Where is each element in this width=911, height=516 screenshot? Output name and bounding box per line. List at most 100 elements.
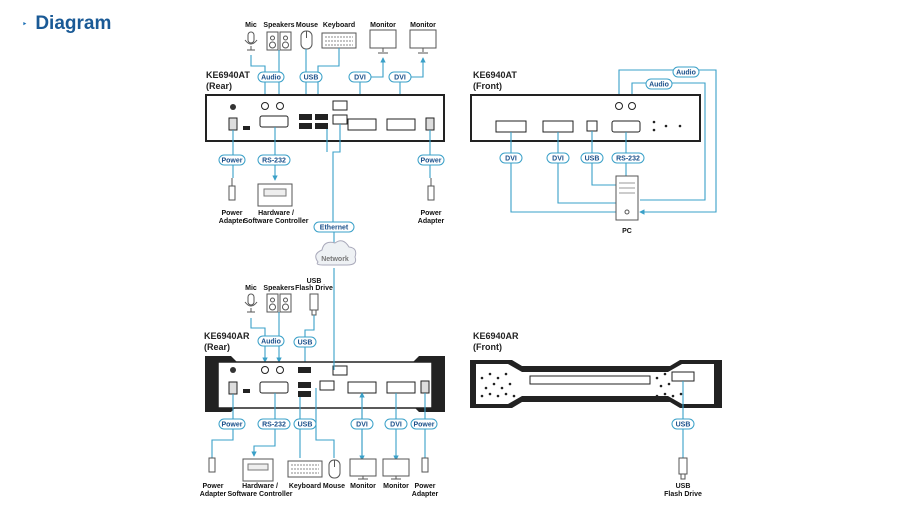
dvi-tag: DVI: [354, 75, 366, 82]
power-port-icon: [425, 117, 435, 131]
rs232-port-icon: [259, 115, 289, 128]
monitor-label: Monitor: [410, 22, 436, 29]
mouse-icon: [300, 30, 313, 50]
power-adapter-icon: [208, 457, 216, 473]
audio-port-icon: [615, 102, 623, 110]
flash-drive-label: USB: [676, 483, 691, 490]
audio-port-icon: [276, 102, 284, 110]
power-adapter-label: Power: [414, 483, 435, 490]
usb-port-icon: [586, 120, 598, 132]
controller-label: Software Controller: [244, 218, 309, 225]
audio-tag: Audio: [261, 339, 281, 346]
monitor-label: Monitor: [370, 22, 396, 29]
usb-port-icon: [298, 382, 311, 388]
usb-port-icon: [299, 114, 312, 120]
tx-front-subtitle: (Front): [473, 81, 502, 91]
power-adapter-label: Power: [202, 483, 223, 490]
rx-rear-subtitle: (Rear): [204, 342, 230, 352]
tx-rear-title: KE6940AT: [206, 70, 250, 80]
ethernet-port-icon: [332, 100, 348, 111]
mouse-label: Mouse: [323, 483, 345, 490]
speakers-icon: [266, 31, 292, 51]
power-tag: Power: [221, 158, 242, 165]
usb-port-icon: [315, 123, 328, 129]
controller-label: Software Controller: [228, 491, 293, 498]
flash-drive-label: USB: [307, 278, 322, 285]
controller-icon: [242, 458, 274, 482]
dvi-port-icon: [347, 381, 377, 394]
rx-front-subtitle: (Front): [473, 342, 502, 352]
rs232-port-icon: [259, 381, 289, 394]
usb-tag: USB: [304, 75, 319, 82]
mouse-label: Mouse: [296, 22, 318, 29]
rx-rear-section: Mic Speakers USB Flash Drive Audio USB K…: [200, 278, 445, 498]
audio-port-icon: [261, 102, 269, 110]
switch-icon: [243, 389, 250, 393]
mic-label: Mic: [245, 22, 257, 29]
dvi-tag: DVI: [356, 422, 368, 429]
network-label: Network: [321, 256, 349, 263]
ground-screw-icon: [230, 104, 236, 110]
power-tag: Power: [413, 422, 434, 429]
monitor-label: Monitor: [383, 483, 409, 490]
rs232-tag: RS-232: [262, 422, 286, 429]
mic-label: Mic: [245, 285, 257, 292]
power-adapter-label: Adapter: [219, 218, 246, 225]
rx-front-title: KE6940AR: [473, 331, 519, 341]
tx-front-chassis: [470, 94, 701, 142]
usb-port-icon: [298, 391, 311, 397]
usb-tag: USB: [676, 422, 691, 429]
usb-tag: USB: [298, 422, 313, 429]
flash-drive-label: Flash Drive: [664, 491, 702, 498]
usb-tag: USB: [298, 340, 313, 347]
mic-icon: [244, 31, 258, 51]
dvi-tag: DVI: [552, 156, 564, 163]
usb-flash-drive-icon: [309, 293, 319, 316]
power-adapter-label: Adapter: [200, 491, 227, 498]
tx-rear-subtitle: (Rear): [206, 81, 232, 91]
power-adapter-label: Power: [221, 210, 242, 217]
keyboard-label: Keyboard: [323, 22, 355, 29]
page-header: ‣ Diagram: [22, 10, 111, 38]
dvi-tag: DVI: [505, 156, 517, 163]
power-port-icon: [228, 117, 238, 131]
speakers-label: Speakers: [263, 285, 294, 292]
tx-front-section: KE6940AT (Front) Audio Audio DVI DVI USB…: [470, 66, 717, 235]
audio-port-icon: [628, 102, 636, 110]
monitor-icon: [349, 458, 377, 480]
ethernet-port-icon: [319, 380, 335, 391]
mouse-icon: [328, 459, 341, 479]
power-adapter-icon: [228, 178, 236, 201]
dvi-port-icon: [386, 118, 416, 131]
dvi-port-icon: [495, 120, 527, 133]
power-adapter-icon: [427, 178, 435, 201]
dvi-port-icon: [542, 120, 574, 133]
usb-port-icon: [671, 371, 695, 382]
usb-tag: USB: [585, 156, 600, 163]
controller-label: Hardware /: [242, 483, 278, 490]
power-tag: Power: [221, 422, 242, 429]
rx-front-section: KE6940AR (Front) USB USB Flash Drive: [470, 331, 722, 498]
switch-icon: [243, 126, 250, 130]
rs232-tag: RS-232: [616, 156, 640, 163]
tx-front-title: KE6940AT: [473, 70, 517, 80]
section-marker-icon: ‣: [22, 18, 28, 29]
pc-tower-icon: [615, 175, 639, 221]
power-port-icon: [228, 381, 238, 395]
usb-flash-drive-icon: [678, 457, 688, 480]
power-adapter-label: Adapter: [412, 491, 439, 498]
power-adapter-label: Power: [420, 210, 441, 217]
dvi-tag: DVI: [394, 75, 406, 82]
monitor-label: Monitor: [350, 483, 376, 490]
keyboard-icon: [287, 460, 323, 478]
rx-rear-title: KE6940AR: [204, 331, 250, 341]
speakers-label: Speakers: [263, 22, 294, 29]
usb-port-icon: [299, 123, 312, 129]
controller-label: Hardware /: [258, 210, 294, 217]
speakers-icon: [266, 293, 292, 313]
keyboard-label: Keyboard: [289, 483, 321, 490]
page-title: Diagram: [35, 13, 112, 34]
pc-label: PC: [622, 228, 632, 235]
power-adapter-icon: [421, 457, 429, 473]
